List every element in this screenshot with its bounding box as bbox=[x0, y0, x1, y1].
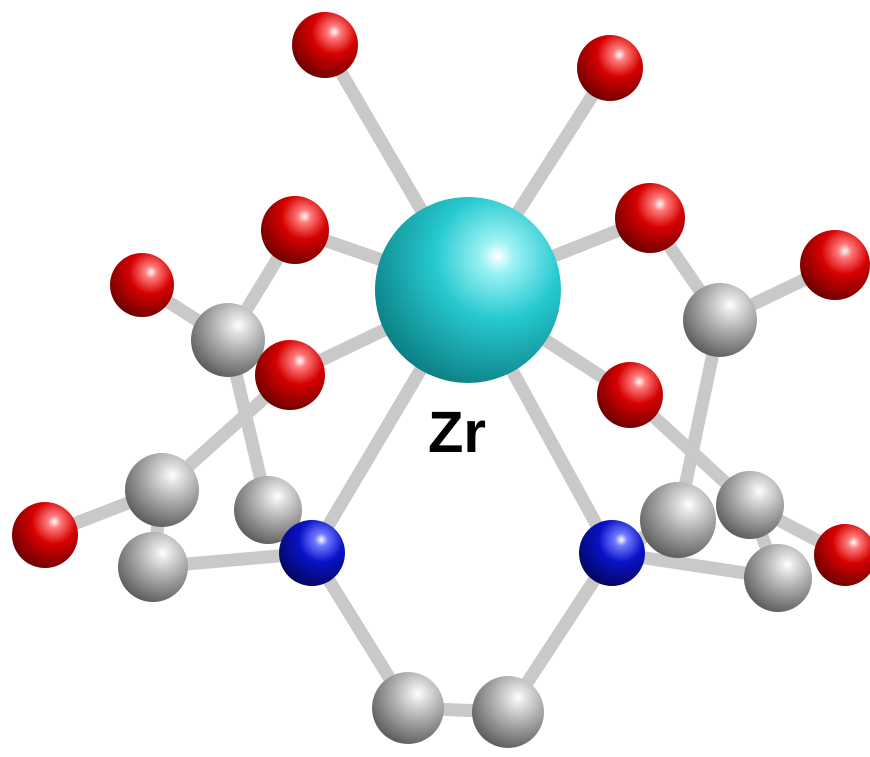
carbon-atom bbox=[372, 672, 444, 744]
oxygen-atom bbox=[800, 230, 870, 300]
nitrogen-atom bbox=[579, 520, 645, 586]
oxygen-atom bbox=[110, 253, 174, 317]
zirconium-atom bbox=[375, 197, 561, 383]
carbon-atom bbox=[716, 471, 784, 539]
oxygen-atom bbox=[292, 12, 358, 78]
carbon-atom bbox=[191, 303, 265, 377]
oxygen-atom bbox=[814, 524, 870, 586]
carbon-atom bbox=[683, 283, 757, 357]
oxygen-atom bbox=[255, 340, 325, 410]
zr-label: Zr bbox=[428, 400, 486, 465]
oxygen-atom bbox=[615, 183, 685, 253]
carbon-atom bbox=[234, 476, 302, 544]
atoms-layer bbox=[12, 12, 870, 748]
carbon-atom bbox=[472, 676, 544, 748]
carbon-atom bbox=[118, 532, 188, 602]
oxygen-atom bbox=[597, 362, 663, 428]
nitrogen-atom bbox=[279, 520, 345, 586]
carbon-atom bbox=[125, 453, 199, 527]
oxygen-atom bbox=[12, 502, 78, 568]
carbon-atom bbox=[744, 544, 812, 612]
oxygen-atom bbox=[261, 196, 329, 264]
carbon-atom bbox=[640, 482, 716, 558]
oxygen-atom bbox=[577, 35, 643, 101]
